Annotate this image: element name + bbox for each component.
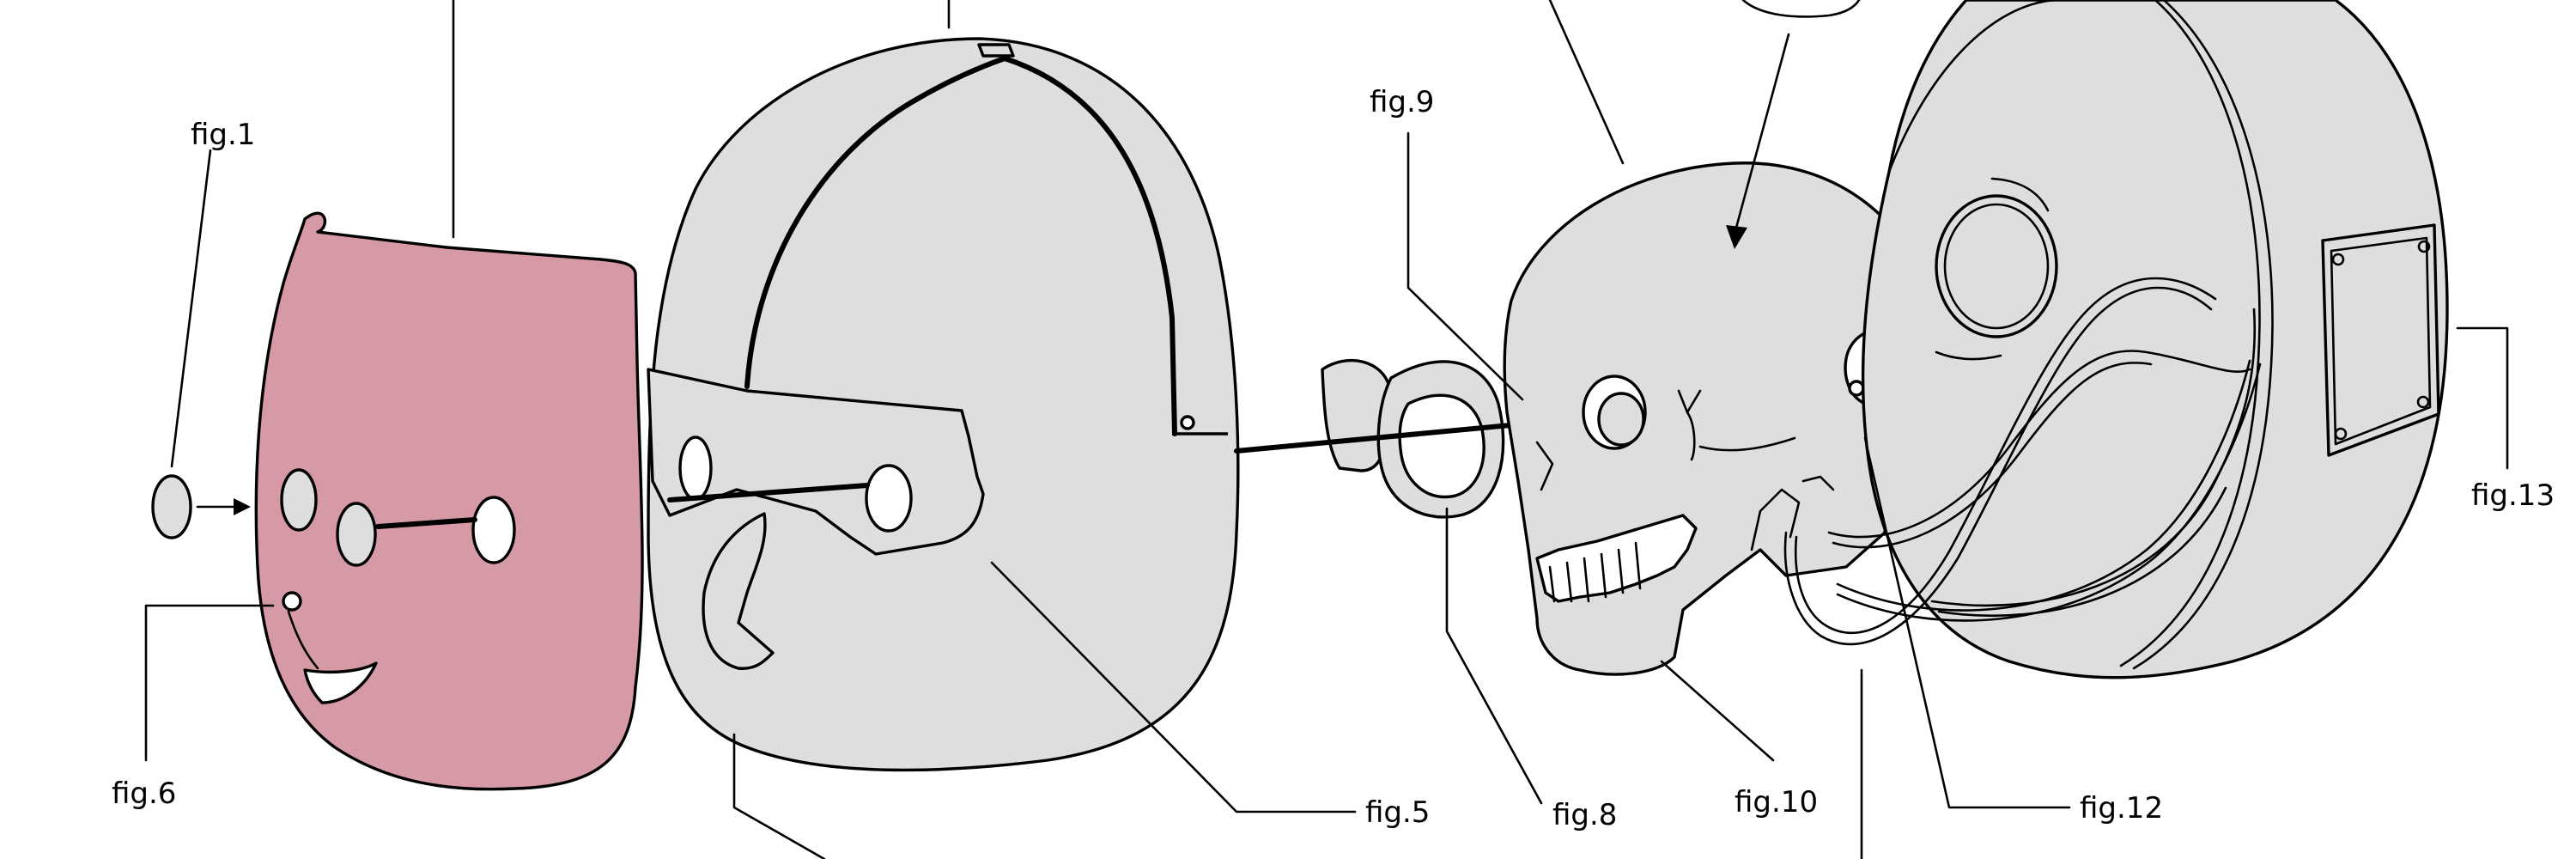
leader-fig1 bbox=[170, 149, 212, 468]
head-shell bbox=[647, 37, 1240, 772]
figure-labels: fig.1 fig.6 fig.5 fig.9 fig.8 fig.10 fig… bbox=[112, 85, 2555, 832]
leader-fig5 bbox=[990, 561, 1357, 813]
label-fig13: fig.13 bbox=[2471, 478, 2555, 513]
leader-lines bbox=[144, 0, 2509, 859]
leader-fig12 bbox=[1863, 436, 2071, 809]
leader-bottom-shell bbox=[732, 733, 826, 859]
label-fig6: fig.6 bbox=[112, 777, 176, 811]
fig13-back-shell bbox=[1783, 0, 2449, 679]
leader-fig8 bbox=[1445, 507, 1543, 805]
label-fig10: fig.10 bbox=[1735, 785, 1818, 819]
fig1-oval-insert bbox=[151, 474, 251, 539]
leader-fig6 bbox=[144, 604, 275, 762]
top-partial-part bbox=[1741, 0, 1861, 18]
face-mask-shape bbox=[254, 211, 644, 791]
fig8-goggles bbox=[1234, 358, 1558, 519]
label-fig5: fig.5 bbox=[1365, 795, 1430, 830]
leader-fig9 bbox=[1406, 131, 1524, 401]
back-shell-shape bbox=[1861, 0, 2449, 679]
leader-top-skull bbox=[1548, 0, 1625, 165]
leader-fig13 bbox=[2456, 326, 2509, 470]
leader-arrow-head bbox=[1726, 225, 1747, 249]
label-fig1: fig.1 bbox=[191, 118, 255, 152]
leader-fig10 bbox=[1660, 660, 1775, 762]
leader-arrow-skull bbox=[1735, 33, 1790, 229]
label-fig8: fig.8 bbox=[1552, 798, 1617, 832]
label-fig12: fig.12 bbox=[2080, 791, 2163, 825]
label-fig9: fig.9 bbox=[1370, 85, 1434, 119]
face-mask bbox=[254, 211, 644, 791]
